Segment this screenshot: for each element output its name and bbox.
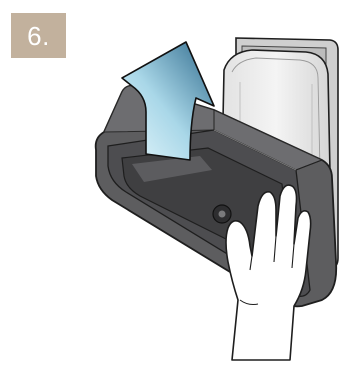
instruction-figure: 6. [0,0,362,371]
device-illustration [0,0,362,371]
